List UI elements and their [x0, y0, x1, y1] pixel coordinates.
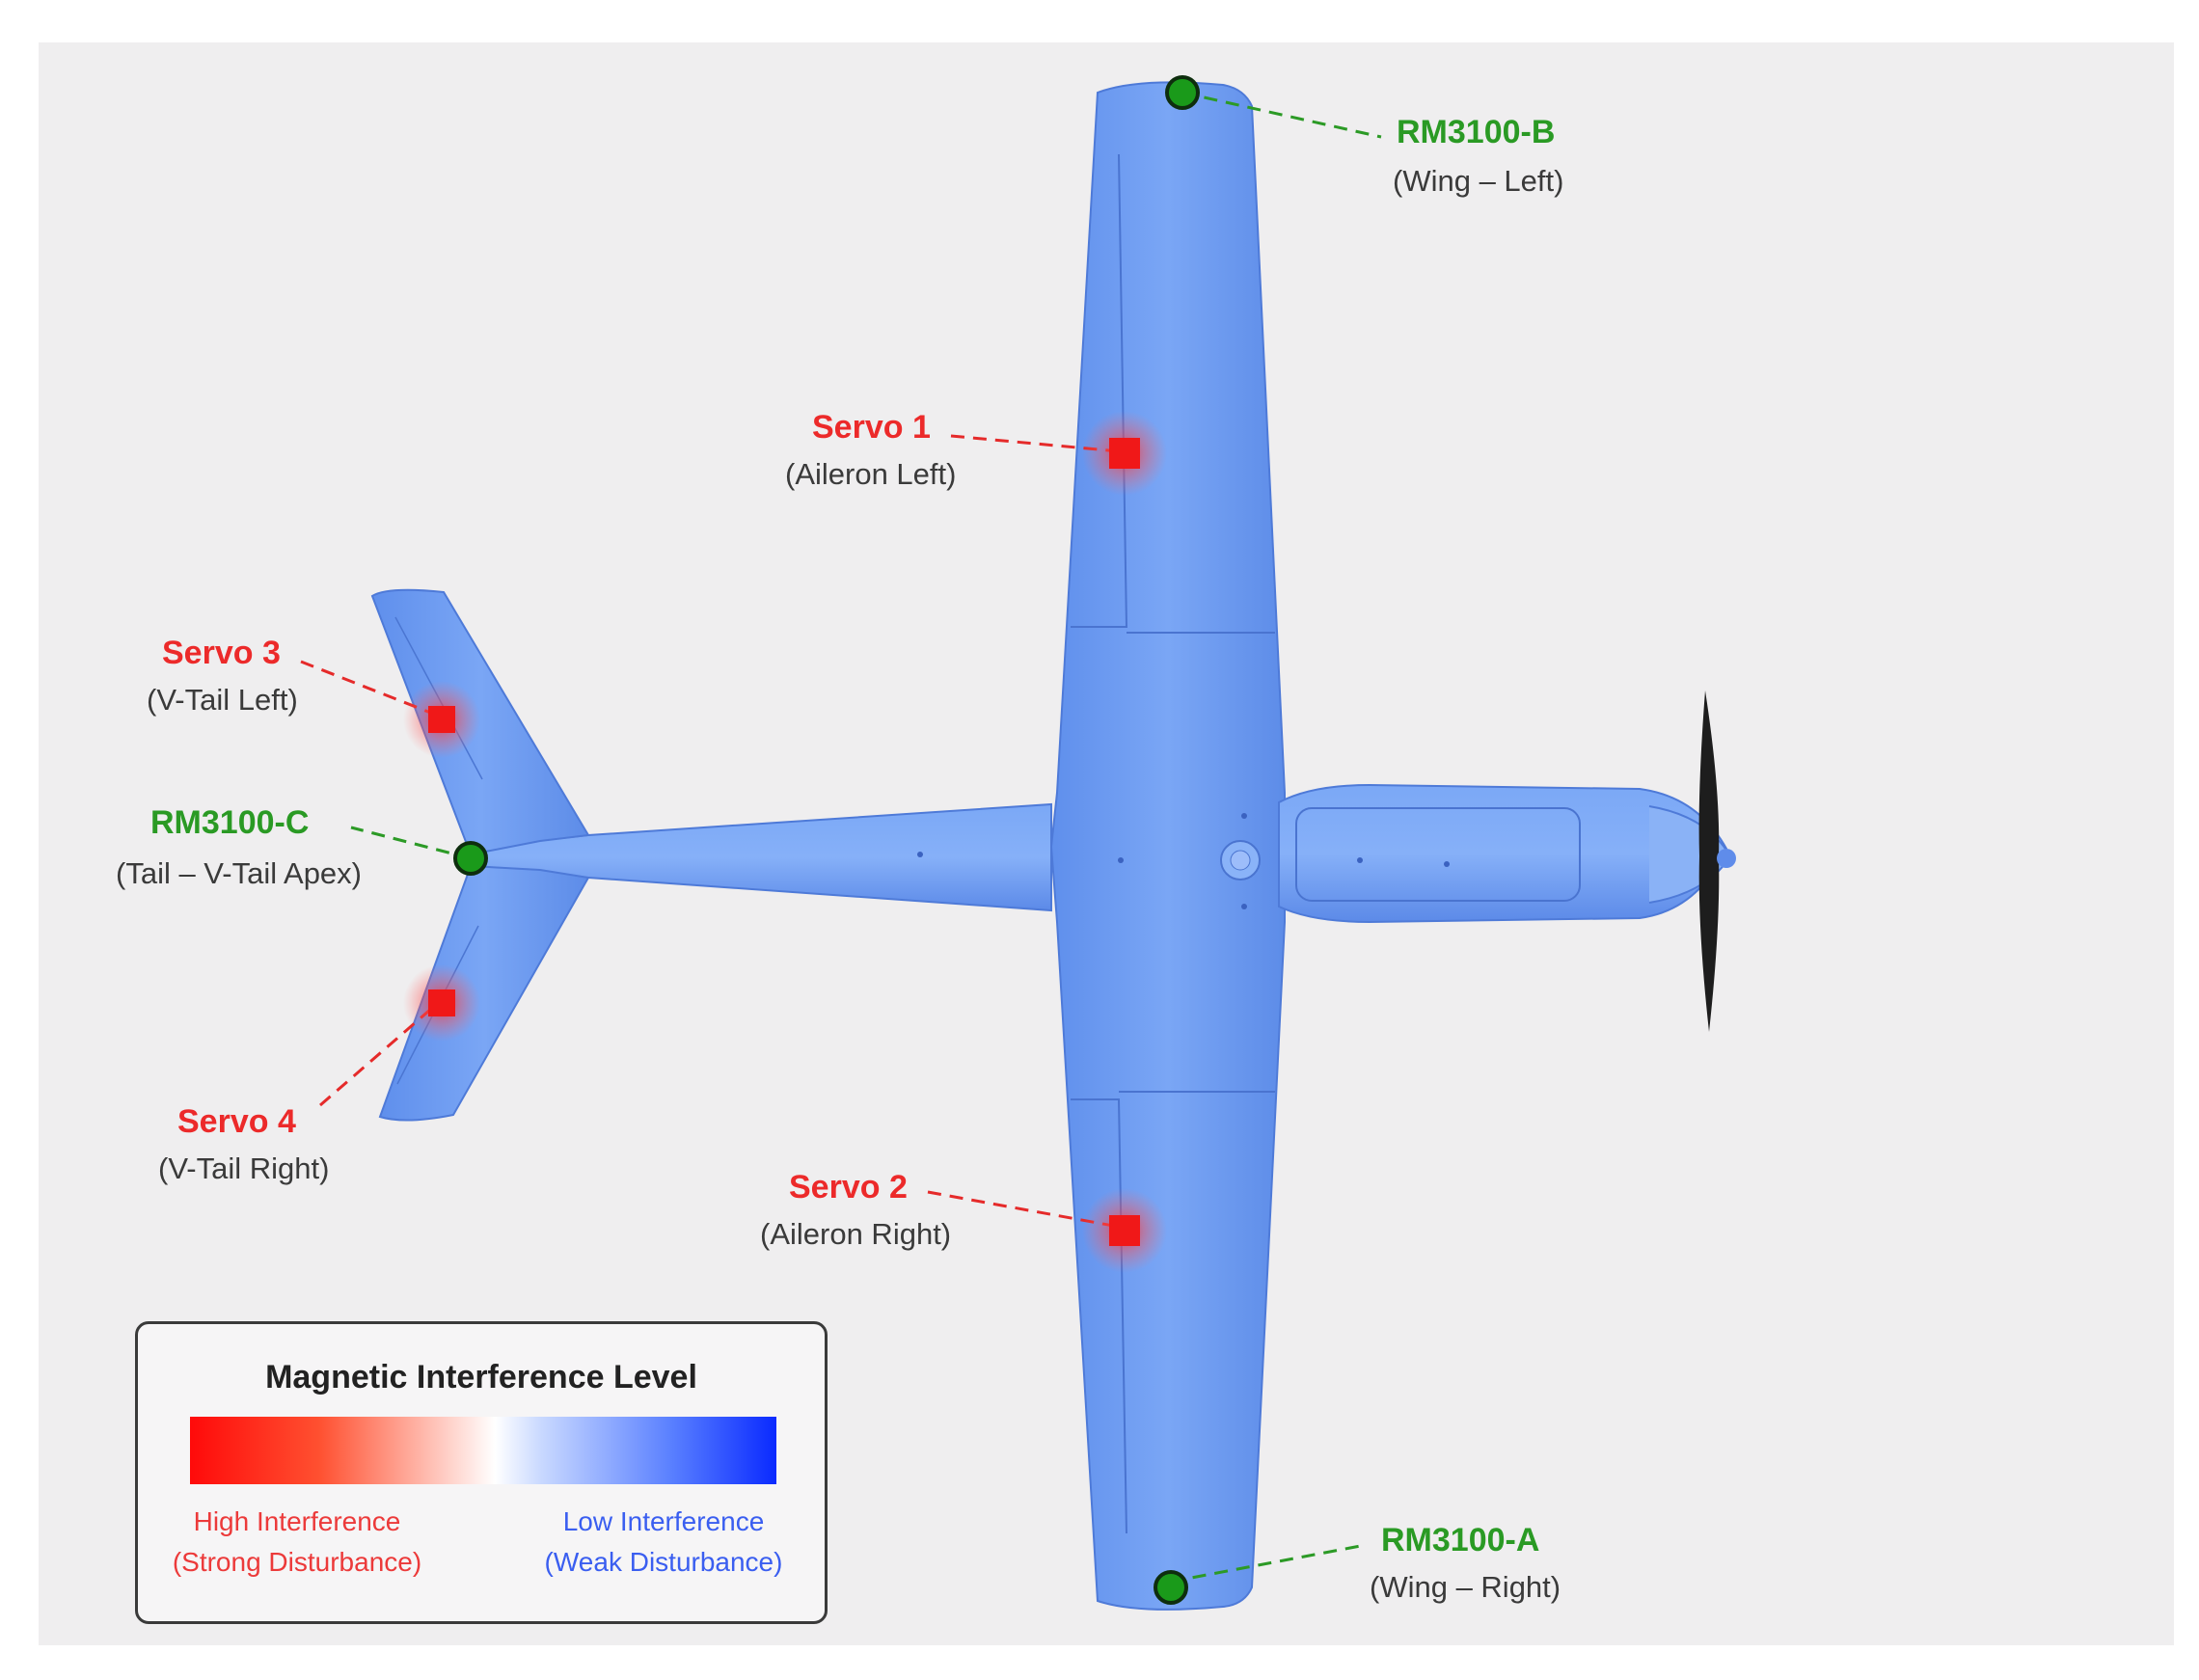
rm3100-a-marker — [1154, 1570, 1188, 1605]
servo-1-name: Servo 1 — [812, 409, 931, 446]
propeller — [1698, 691, 1720, 1032]
servo-3-name: Servo 3 — [162, 635, 281, 671]
leader-rm3100-a — [1170, 1543, 1367, 1584]
rm3100-c-name: RM3100-C — [150, 804, 310, 841]
sensor-markers — [453, 75, 1200, 1605]
rm3100-b-marker — [1165, 75, 1200, 110]
legend-high-label: High Interference (Strong Disturbance) — [157, 1502, 437, 1583]
canopy — [1295, 807, 1581, 902]
servo-4-marker — [428, 989, 455, 1016]
rm3100-b-location: (Wing – Left) — [1393, 164, 1564, 198]
rm3100-b-name: RM3100-B — [1397, 114, 1556, 150]
legend-low-line2: (Weak Disturbance) — [544, 1547, 783, 1577]
legend-high-line1: High Interference — [193, 1506, 401, 1536]
rm3100-a-name: RM3100-A — [1381, 1522, 1540, 1558]
leader-servo-4 — [319, 1001, 439, 1107]
servo-2-location: (Aileron Right) — [760, 1217, 952, 1251]
legend-title: Magnetic Interference Level — [265, 1359, 697, 1395]
leader-rm3100-b — [1181, 91, 1382, 139]
servo-3-location: (V-Tail Left) — [147, 683, 298, 717]
legend-high-line2: (Strong Disturbance) — [172, 1547, 422, 1577]
rm3100-a-location: (Wing – Right) — [1370, 1570, 1561, 1604]
servo-4-location: (V-Tail Right) — [158, 1152, 330, 1185]
servo-1-marker — [1109, 438, 1140, 469]
servo-2-name: Servo 2 — [789, 1169, 908, 1206]
servo-4-name: Servo 4 — [177, 1103, 296, 1140]
rm3100-c-marker — [453, 841, 488, 876]
servo-markers — [403, 411, 1167, 1273]
legend-low-line1: Low Interference — [562, 1506, 765, 1536]
servo-3-marker — [428, 706, 455, 733]
legend: Magnetic Interference Level High Interfe… — [135, 1321, 828, 1624]
servo-2-marker — [1109, 1215, 1140, 1246]
servo-1-location: (Aileron Left) — [785, 457, 957, 491]
v-tail-right — [378, 864, 590, 1122]
v-tail-left — [370, 588, 590, 856]
spinner — [1717, 849, 1736, 868]
legend-low-label: Low Interference (Weak Disturbance) — [524, 1502, 803, 1583]
rm3100-c-location: (Tail – V-Tail Apex) — [116, 856, 362, 890]
legend-color-scale — [190, 1417, 776, 1484]
